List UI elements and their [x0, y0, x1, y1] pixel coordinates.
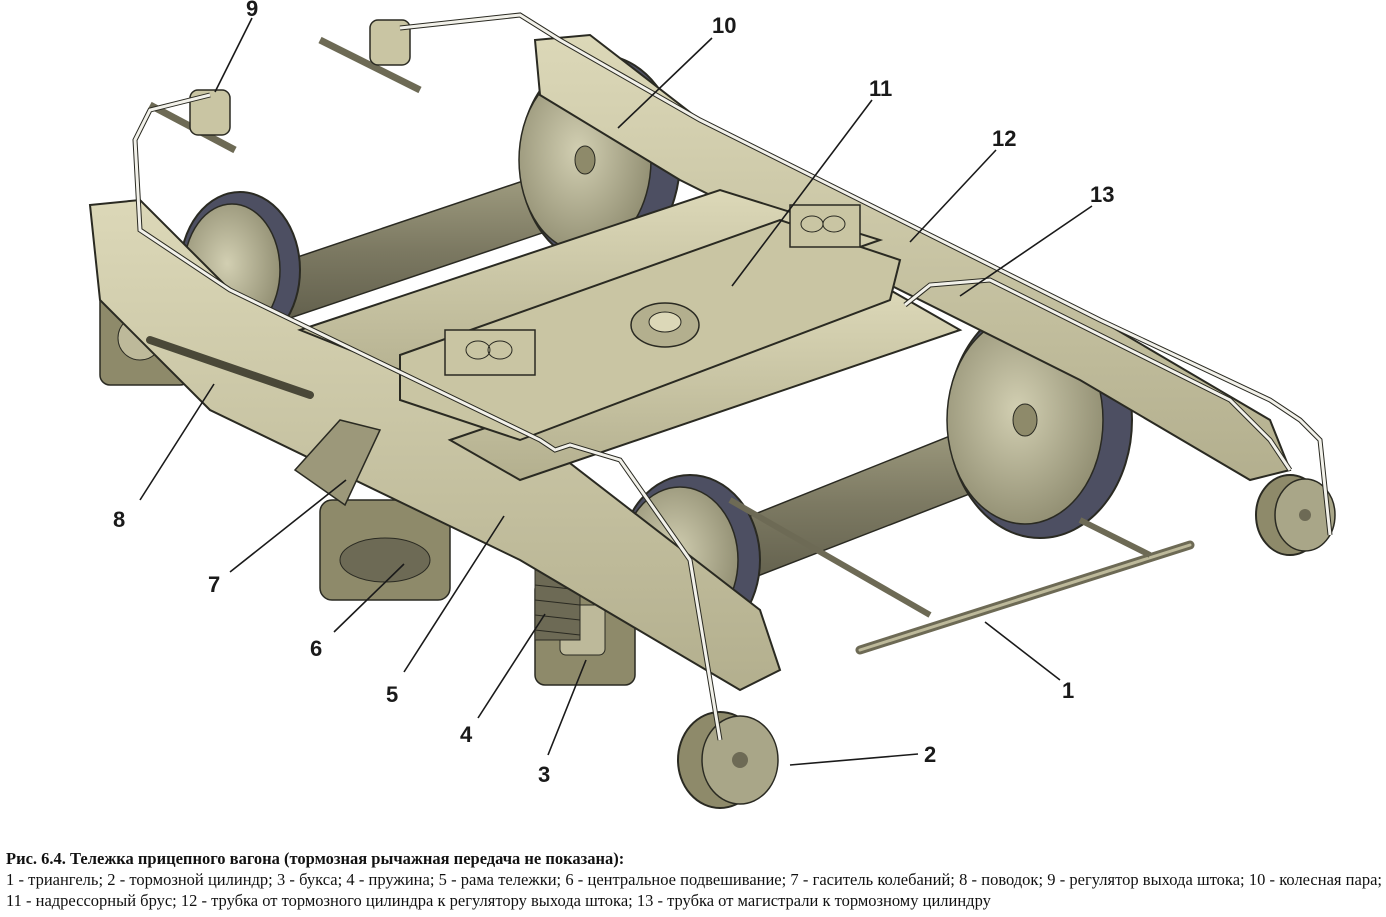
- callout-5: 5: [386, 682, 398, 707]
- figure-caption: Рис. 6.4. Тележка прицепного вагона (тор…: [6, 848, 1382, 911]
- bolster: [399, 204, 902, 442]
- callout-11: 11: [869, 76, 892, 101]
- triangel: [728, 497, 1195, 655]
- callout-7: 7: [208, 572, 220, 597]
- caption-legend: 1 - триангель; 2 - тормозной цилиндр; 3 …: [6, 870, 1382, 910]
- callout-3: 3: [538, 762, 550, 787]
- pipe-cylinder-to-adjuster: [132, 12, 1333, 741]
- bogie-illustration: 1 2 3 4 5 6 7 8 9 10 11 12 13: [88, 0, 1336, 809]
- callout-13: 13: [1090, 182, 1114, 207]
- brake-cylinder-rear: [1255, 474, 1336, 556]
- slack-adjuster-right: [318, 19, 422, 94]
- pipe-main-to-cylinder: [903, 277, 1293, 472]
- caption-title: Рис. 6.4. Тележка прицепного вагона (тор…: [6, 849, 625, 868]
- callout-9: 9: [246, 0, 258, 21]
- leash-link: [146, 336, 314, 399]
- callout-2: 2: [924, 742, 936, 767]
- brake-cylinder-front: [677, 711, 779, 809]
- callout-10: 10: [712, 13, 736, 38]
- callout-4: 4: [460, 722, 473, 747]
- callout-8: 8: [113, 507, 125, 532]
- leader-lines: [139, 17, 1093, 766]
- callout-6: 6: [310, 636, 322, 661]
- callout-12: 12: [992, 126, 1016, 151]
- callout-1: 1: [1062, 678, 1074, 703]
- slack-adjuster-left: [148, 89, 237, 154]
